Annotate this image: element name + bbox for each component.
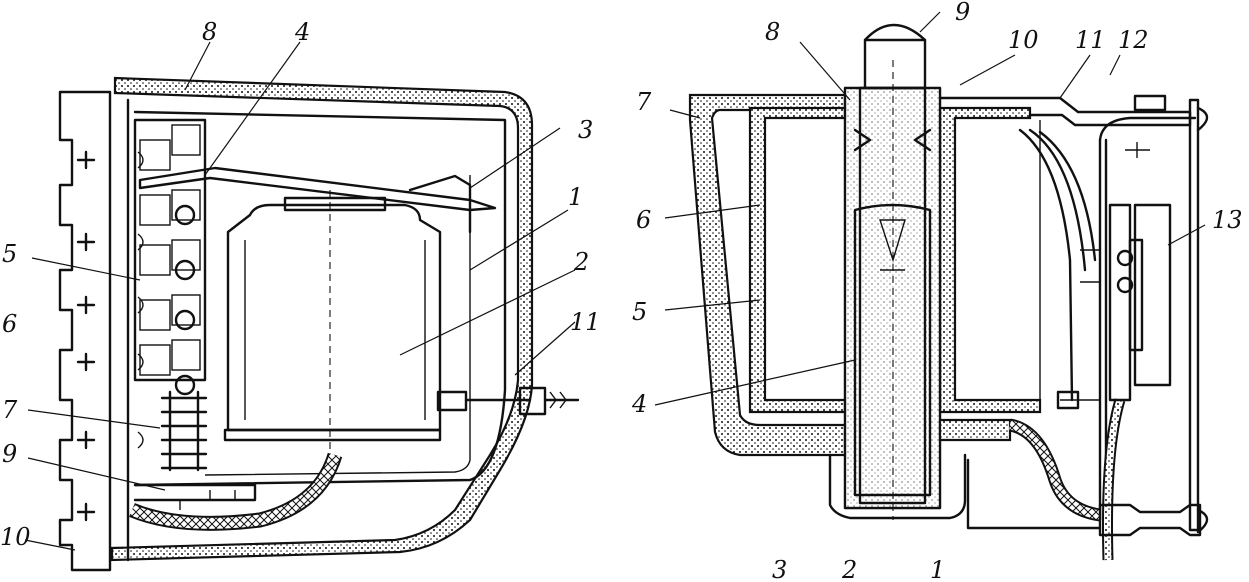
callout-left-2: 2 bbox=[573, 248, 589, 276]
callout-left-3: 3 bbox=[578, 116, 593, 144]
callout-left-8: 8 bbox=[202, 18, 217, 46]
side-terminal-bolt bbox=[436, 386, 580, 416]
right-callouts: 8 9 10 11 12 7 6 5 4 13 3 2 1 bbox=[631, 0, 1243, 582]
left-callouts: 8 4 3 1 2 11 5 6 7 9 10 bbox=[0, 18, 601, 551]
right-housing bbox=[688, 93, 847, 457]
armature-lever bbox=[138, 166, 497, 212]
callout-right-13: 13 bbox=[1212, 206, 1243, 234]
central-tube bbox=[843, 60, 942, 520]
callout-right-1: 1 bbox=[930, 556, 945, 582]
left-relay-cross-section bbox=[24, 41, 580, 572]
bottom-connector bbox=[1098, 503, 1202, 537]
callout-left-10: 10 bbox=[0, 523, 31, 551]
callout-left-7: 7 bbox=[2, 396, 18, 424]
callout-right-11: 11 bbox=[1075, 26, 1106, 54]
left-inner-frame bbox=[133, 110, 507, 487]
callout-right-8: 8 bbox=[765, 18, 780, 46]
callout-right-7: 7 bbox=[636, 88, 652, 116]
callout-left-5: 5 bbox=[2, 240, 17, 268]
callout-left-4: 4 bbox=[294, 18, 310, 46]
callout-left-6: 6 bbox=[2, 310, 17, 338]
callout-left-11: 11 bbox=[570, 308, 601, 336]
callout-left-9: 9 bbox=[2, 440, 17, 468]
callout-right-2: 2 bbox=[841, 556, 857, 582]
coil-assembly bbox=[223, 190, 442, 455]
return-spring bbox=[160, 390, 208, 472]
right-relay-cross-section bbox=[654, 11, 1209, 561]
callout-right-5: 5 bbox=[632, 298, 647, 326]
contact-spring-stack bbox=[133, 118, 207, 396]
callout-right-12: 12 bbox=[1118, 26, 1149, 54]
callout-left-1: 1 bbox=[568, 183, 583, 211]
callout-right-9: 9 bbox=[955, 0, 970, 26]
right-lower-base bbox=[828, 453, 967, 520]
left-base-panel bbox=[58, 90, 112, 572]
right-wiring bbox=[1008, 128, 1126, 561]
left-housing-shell bbox=[110, 76, 534, 562]
callout-right-6: 6 bbox=[636, 206, 651, 234]
left-leader-lines bbox=[24, 41, 576, 551]
callout-right-3: 3 bbox=[772, 556, 787, 582]
callout-right-4: 4 bbox=[631, 390, 647, 418]
terminal-screws bbox=[76, 150, 144, 522]
callout-right-10: 10 bbox=[1008, 26, 1039, 54]
contact-block bbox=[1056, 203, 1172, 410]
right-leader-lines bbox=[654, 11, 1206, 406]
push-button bbox=[863, 23, 927, 90]
